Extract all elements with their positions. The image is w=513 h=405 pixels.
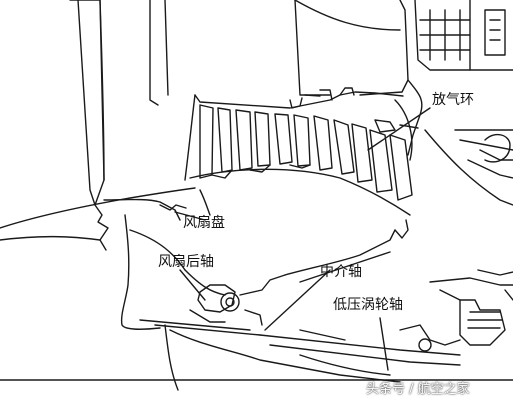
fan-blade: [69, 0, 105, 206]
lpt-shaft-leader: [379, 317, 389, 371]
label-fan-disk: 风扇盘: [183, 215, 225, 231]
fan-rear-shaft: [139, 269, 286, 336]
spinner: [0, 187, 513, 383]
bleed-ring: [367, 99, 431, 161]
spinner-inner: [0, 235, 179, 391]
rear-sump: [399, 269, 513, 352]
fan-disk-leader: [174, 211, 206, 221]
watermark: 头条号 / 航空之家: [366, 382, 470, 397]
label-fan-rear-shaft: 风扇后轴: [158, 254, 214, 270]
mid-shaft: [264, 219, 409, 341]
bleed-ring-leader: [367, 107, 431, 151]
label-mid-shaft: 中介轴: [320, 264, 362, 280]
fan-rear-shaft-leader: [179, 269, 206, 301]
lpt-shaft: [259, 317, 461, 376]
outlet-guide-vane: [149, 0, 401, 106]
label-lpt-shaft: 低压涡轮轴: [333, 297, 403, 313]
booster-casing: [184, 87, 404, 181]
booster-blades: [189, 104, 413, 216]
mid-shaft-leader: [264, 269, 331, 331]
fan-disk: [103, 189, 211, 330]
label-bleed-ring: 放气环: [432, 92, 474, 108]
